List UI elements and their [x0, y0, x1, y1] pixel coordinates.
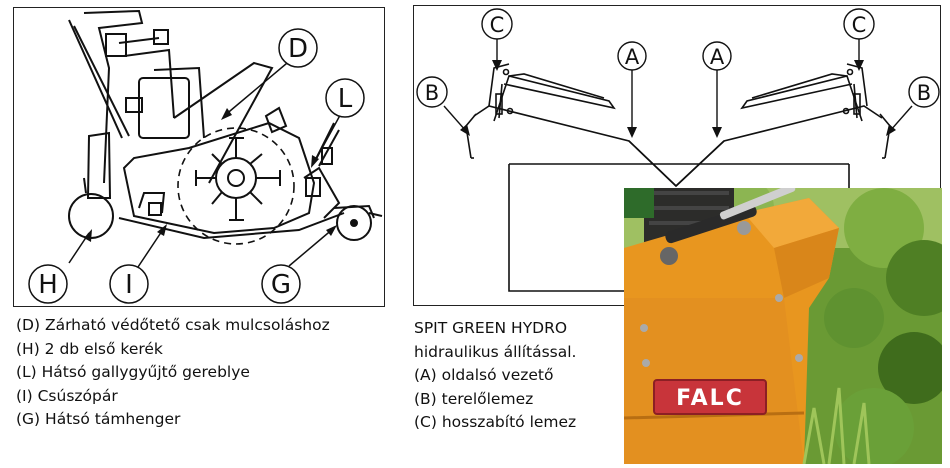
right-legend: SPIT GREEN HYDRO hidraulikus állítással.… — [414, 317, 576, 435]
callout-b-right: B — [917, 81, 931, 105]
legend-item-i: (I) Csúszópár — [16, 386, 118, 405]
legend-item-l: (L) Hátsó gallygyűjtő gereblye — [16, 363, 250, 381]
mulcher-side-view-drawing: D L H I G — [28, 9, 383, 304]
callout-c-right: C — [852, 13, 867, 37]
callout-b-left: B — [425, 81, 439, 105]
mulcher-photo-illustration: FALC — [624, 188, 942, 464]
legend-item-c: (C) hosszabító lemez — [414, 413, 577, 431]
left-legend: (D) Zárható védőtető csak mulcsoláshoz (… — [16, 314, 330, 432]
callout-d: D — [288, 34, 308, 64]
hydro-guides-top-view-drawing: C C A A B B — [416, 8, 940, 292]
callout-l: L — [338, 84, 353, 114]
legend-item-g: (G) Hátsó támhenger — [16, 410, 181, 428]
left-diagram-panel: D L H I G — [13, 7, 385, 307]
callout-c-left: C — [490, 13, 505, 37]
callout-i: I — [125, 270, 133, 300]
legend-item-b: (B) terelőlemez — [414, 389, 534, 408]
legend-item-a: (A) oldalsó vezető — [414, 366, 554, 384]
callout-g: G — [271, 270, 291, 300]
legend-title-line1: SPIT GREEN HYDRO — [414, 319, 568, 337]
legend-item-h: (H) 2 db első kerék — [16, 339, 163, 358]
callout-a-left: A — [625, 45, 640, 69]
callout-h: H — [38, 270, 58, 300]
legend-item-d: (D) Zárható védőtető csak mulcsoláshoz — [16, 316, 330, 334]
falc-brand-logo: FALC — [676, 386, 744, 411]
legend-title-line2: hidraulikus állítással. — [414, 342, 577, 361]
mulcher-photo: FALC — [624, 188, 942, 464]
callout-a-right: A — [710, 45, 725, 69]
